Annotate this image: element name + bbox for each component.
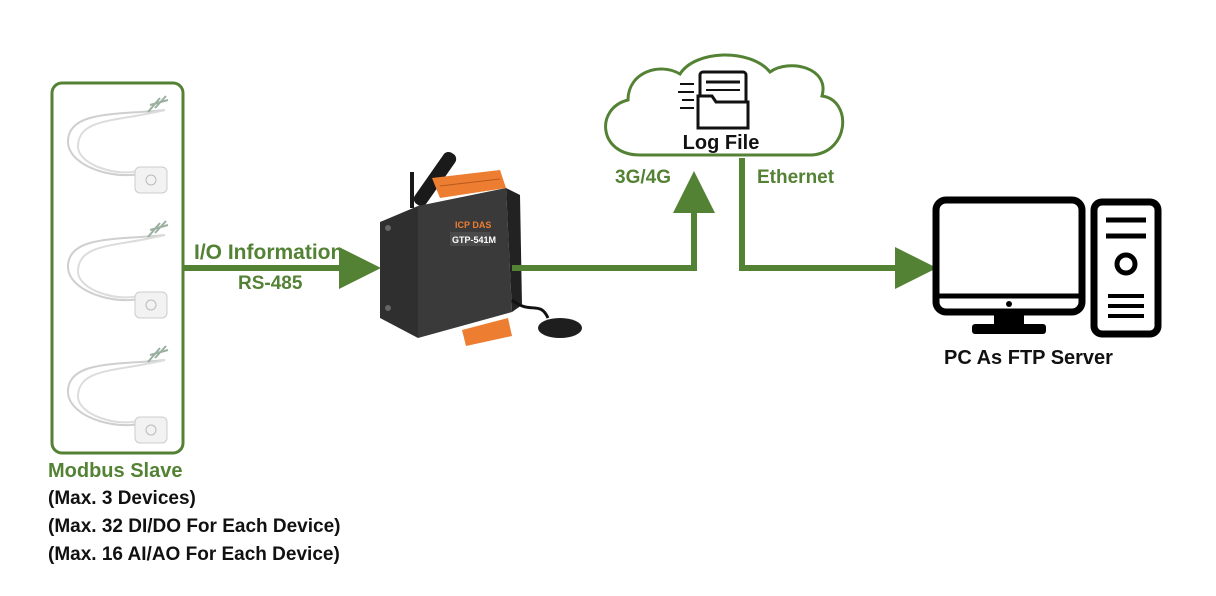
- pc-ftp-server-label: PC As FTP Server: [944, 347, 1113, 370]
- modbus-slave-title: Modbus Slave: [48, 460, 182, 483]
- sensor-icon: [68, 346, 168, 443]
- io-information-label: I/O Information: [194, 241, 343, 265]
- desktop-pc-icon: [936, 200, 1158, 334]
- cellular-link-arrow: [512, 180, 694, 268]
- slave-group-frame: [52, 83, 183, 453]
- sensor-icon: [68, 221, 168, 318]
- ethernet-label: Ethernet: [757, 167, 834, 189]
- sensor-icon: [68, 96, 168, 193]
- device-model-text: GTP-541M: [452, 235, 496, 245]
- slave-note: (Max. 32 DI/DO For Each Device): [48, 516, 341, 538]
- log-file-label: Log File: [676, 132, 766, 155]
- cellular-label: 3G/4G: [615, 167, 671, 189]
- device-brand-text: ICP DAS: [455, 220, 491, 230]
- rs485-label: RS-485: [238, 273, 302, 295]
- gateway-device-icon: GTP-541M ICP DAS: [380, 150, 582, 346]
- slave-note: (Max. 3 Devices): [48, 488, 196, 510]
- slave-note: (Max. 16 AI/AO For Each Device): [48, 544, 340, 566]
